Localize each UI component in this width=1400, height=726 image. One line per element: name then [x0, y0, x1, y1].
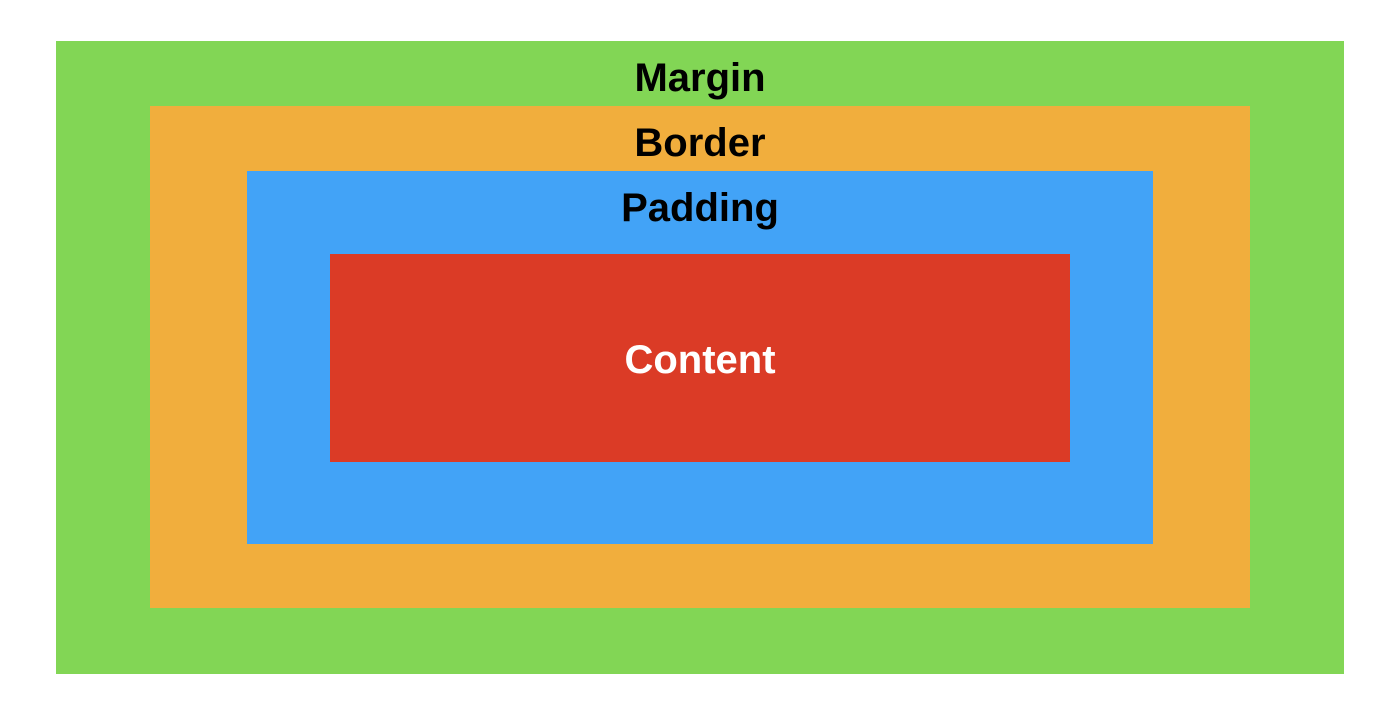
border-label: Border [634, 121, 766, 165]
margin-label: Margin [634, 56, 766, 100]
content-box [330, 254, 1070, 462]
content-label: Content [624, 338, 776, 382]
padding-label: Padding [621, 186, 779, 230]
